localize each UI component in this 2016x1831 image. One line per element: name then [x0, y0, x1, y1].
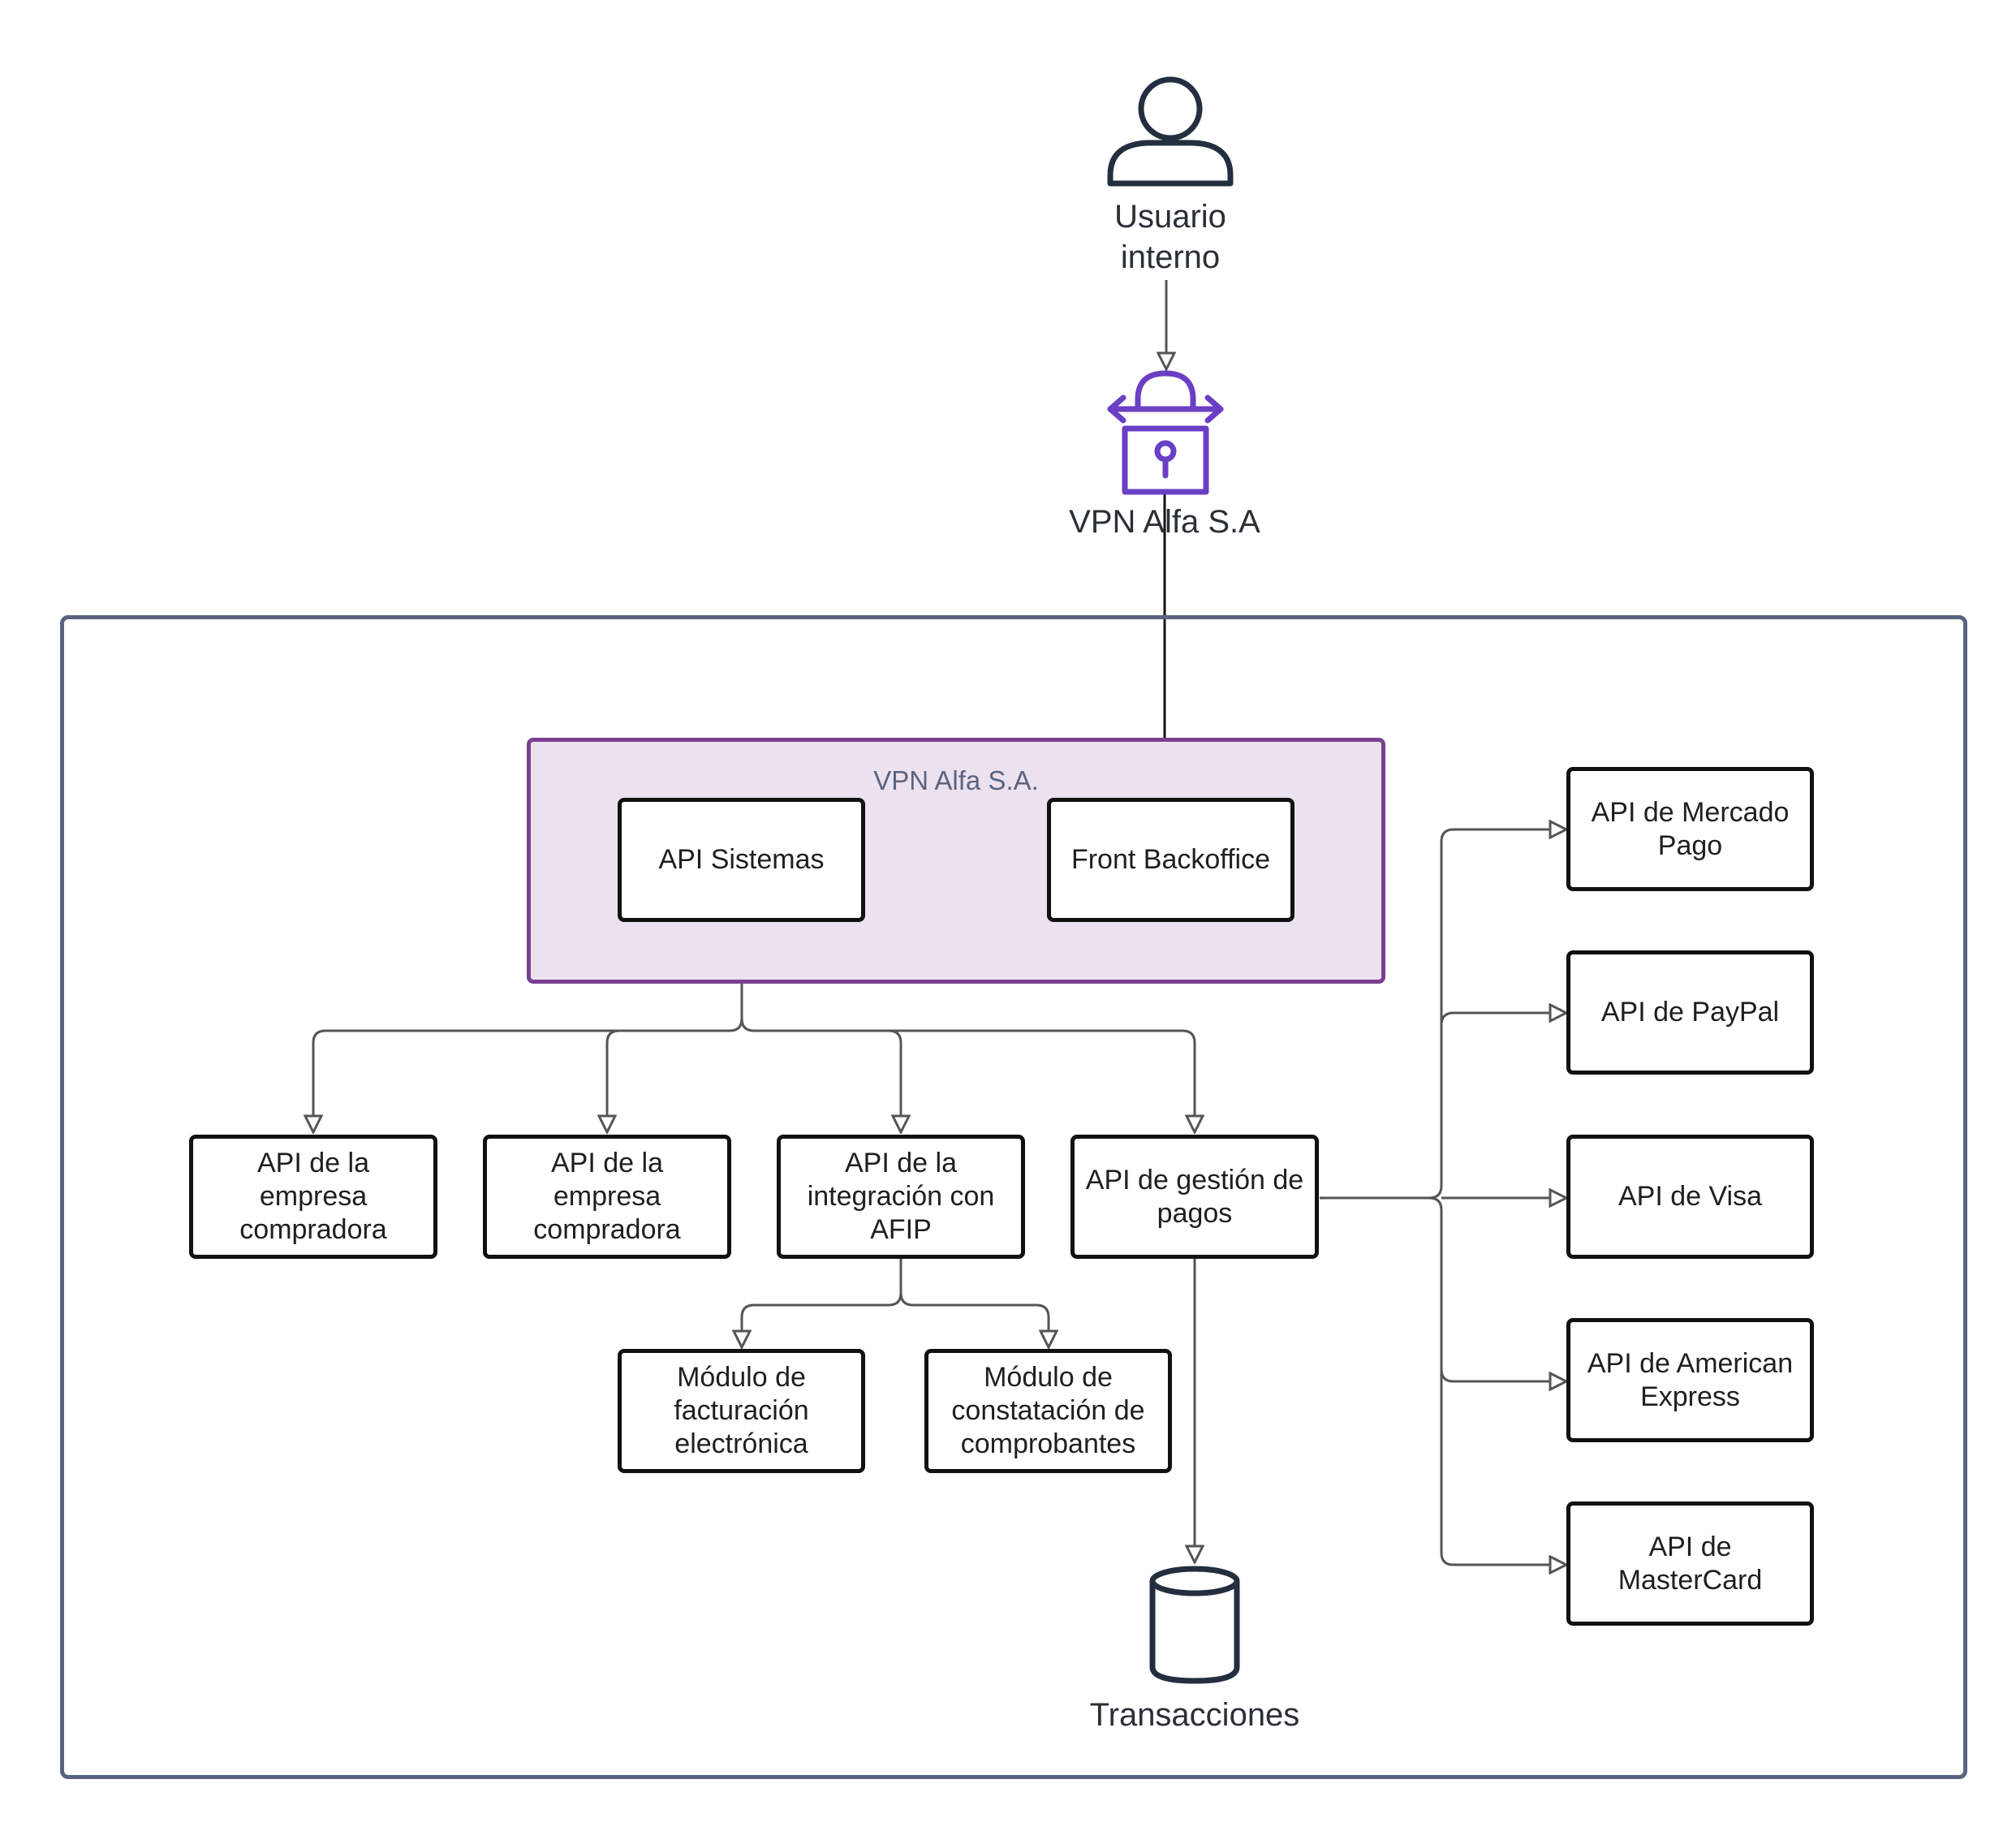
connector-to-empresa-compradora-2	[607, 1029, 620, 1132]
facturacion-node: Módulo de facturación electrónica	[618, 1349, 865, 1473]
connector-to-paypal	[1440, 1013, 1566, 1026]
connector-to-mastercard	[1440, 1369, 1566, 1565]
mercado-pago-node: API de Mercado Pago	[1566, 767, 1814, 891]
vpn-lock-icon	[1107, 370, 1224, 495]
connector-afip-to-constatacion	[899, 1292, 1049, 1347]
visa-node: API de Visa	[1566, 1135, 1814, 1259]
user-label: Usuario interno	[1114, 199, 1226, 275]
gestion-pagos-node: API de gestión de pagos	[1070, 1135, 1319, 1259]
integracion-afip-node: API de la integración con AFIP	[777, 1135, 1025, 1259]
mastercard-node: API de MasterCard	[1566, 1501, 1814, 1626]
front-backoffice-node: Front Backoffice	[1047, 798, 1294, 922]
american-express-node: API de American Express	[1566, 1318, 1814, 1442]
connector-to-empresa-compradora-1	[313, 1029, 730, 1132]
system-boundary	[60, 615, 1967, 1779]
database-label: Transacciones	[1089, 1697, 1300, 1733]
constatacion-node: Módulo de constatación de comprobantes	[924, 1349, 1172, 1473]
empresa-compradora-node-1: API de la empresa compradora	[189, 1135, 437, 1259]
empresa-compradora-node-2: API de la empresa compradora	[483, 1135, 731, 1259]
vpn-zone-title: VPN Alfa S.A.	[873, 765, 1039, 795]
database-icon	[1149, 1566, 1240, 1684]
connector-afip-to-facturacion	[742, 1259, 902, 1347]
api-sistemas-node: API Sistemas	[618, 798, 865, 922]
connector-to-gestion-pagos	[889, 1029, 1195, 1132]
user-icon	[1107, 76, 1234, 187]
paypal-node: API de PayPal	[1566, 950, 1814, 1075]
connector-pagos-bus	[1320, 829, 1566, 1200]
vpn-gateway-label: VPN Alfa S.A	[1069, 504, 1260, 540]
